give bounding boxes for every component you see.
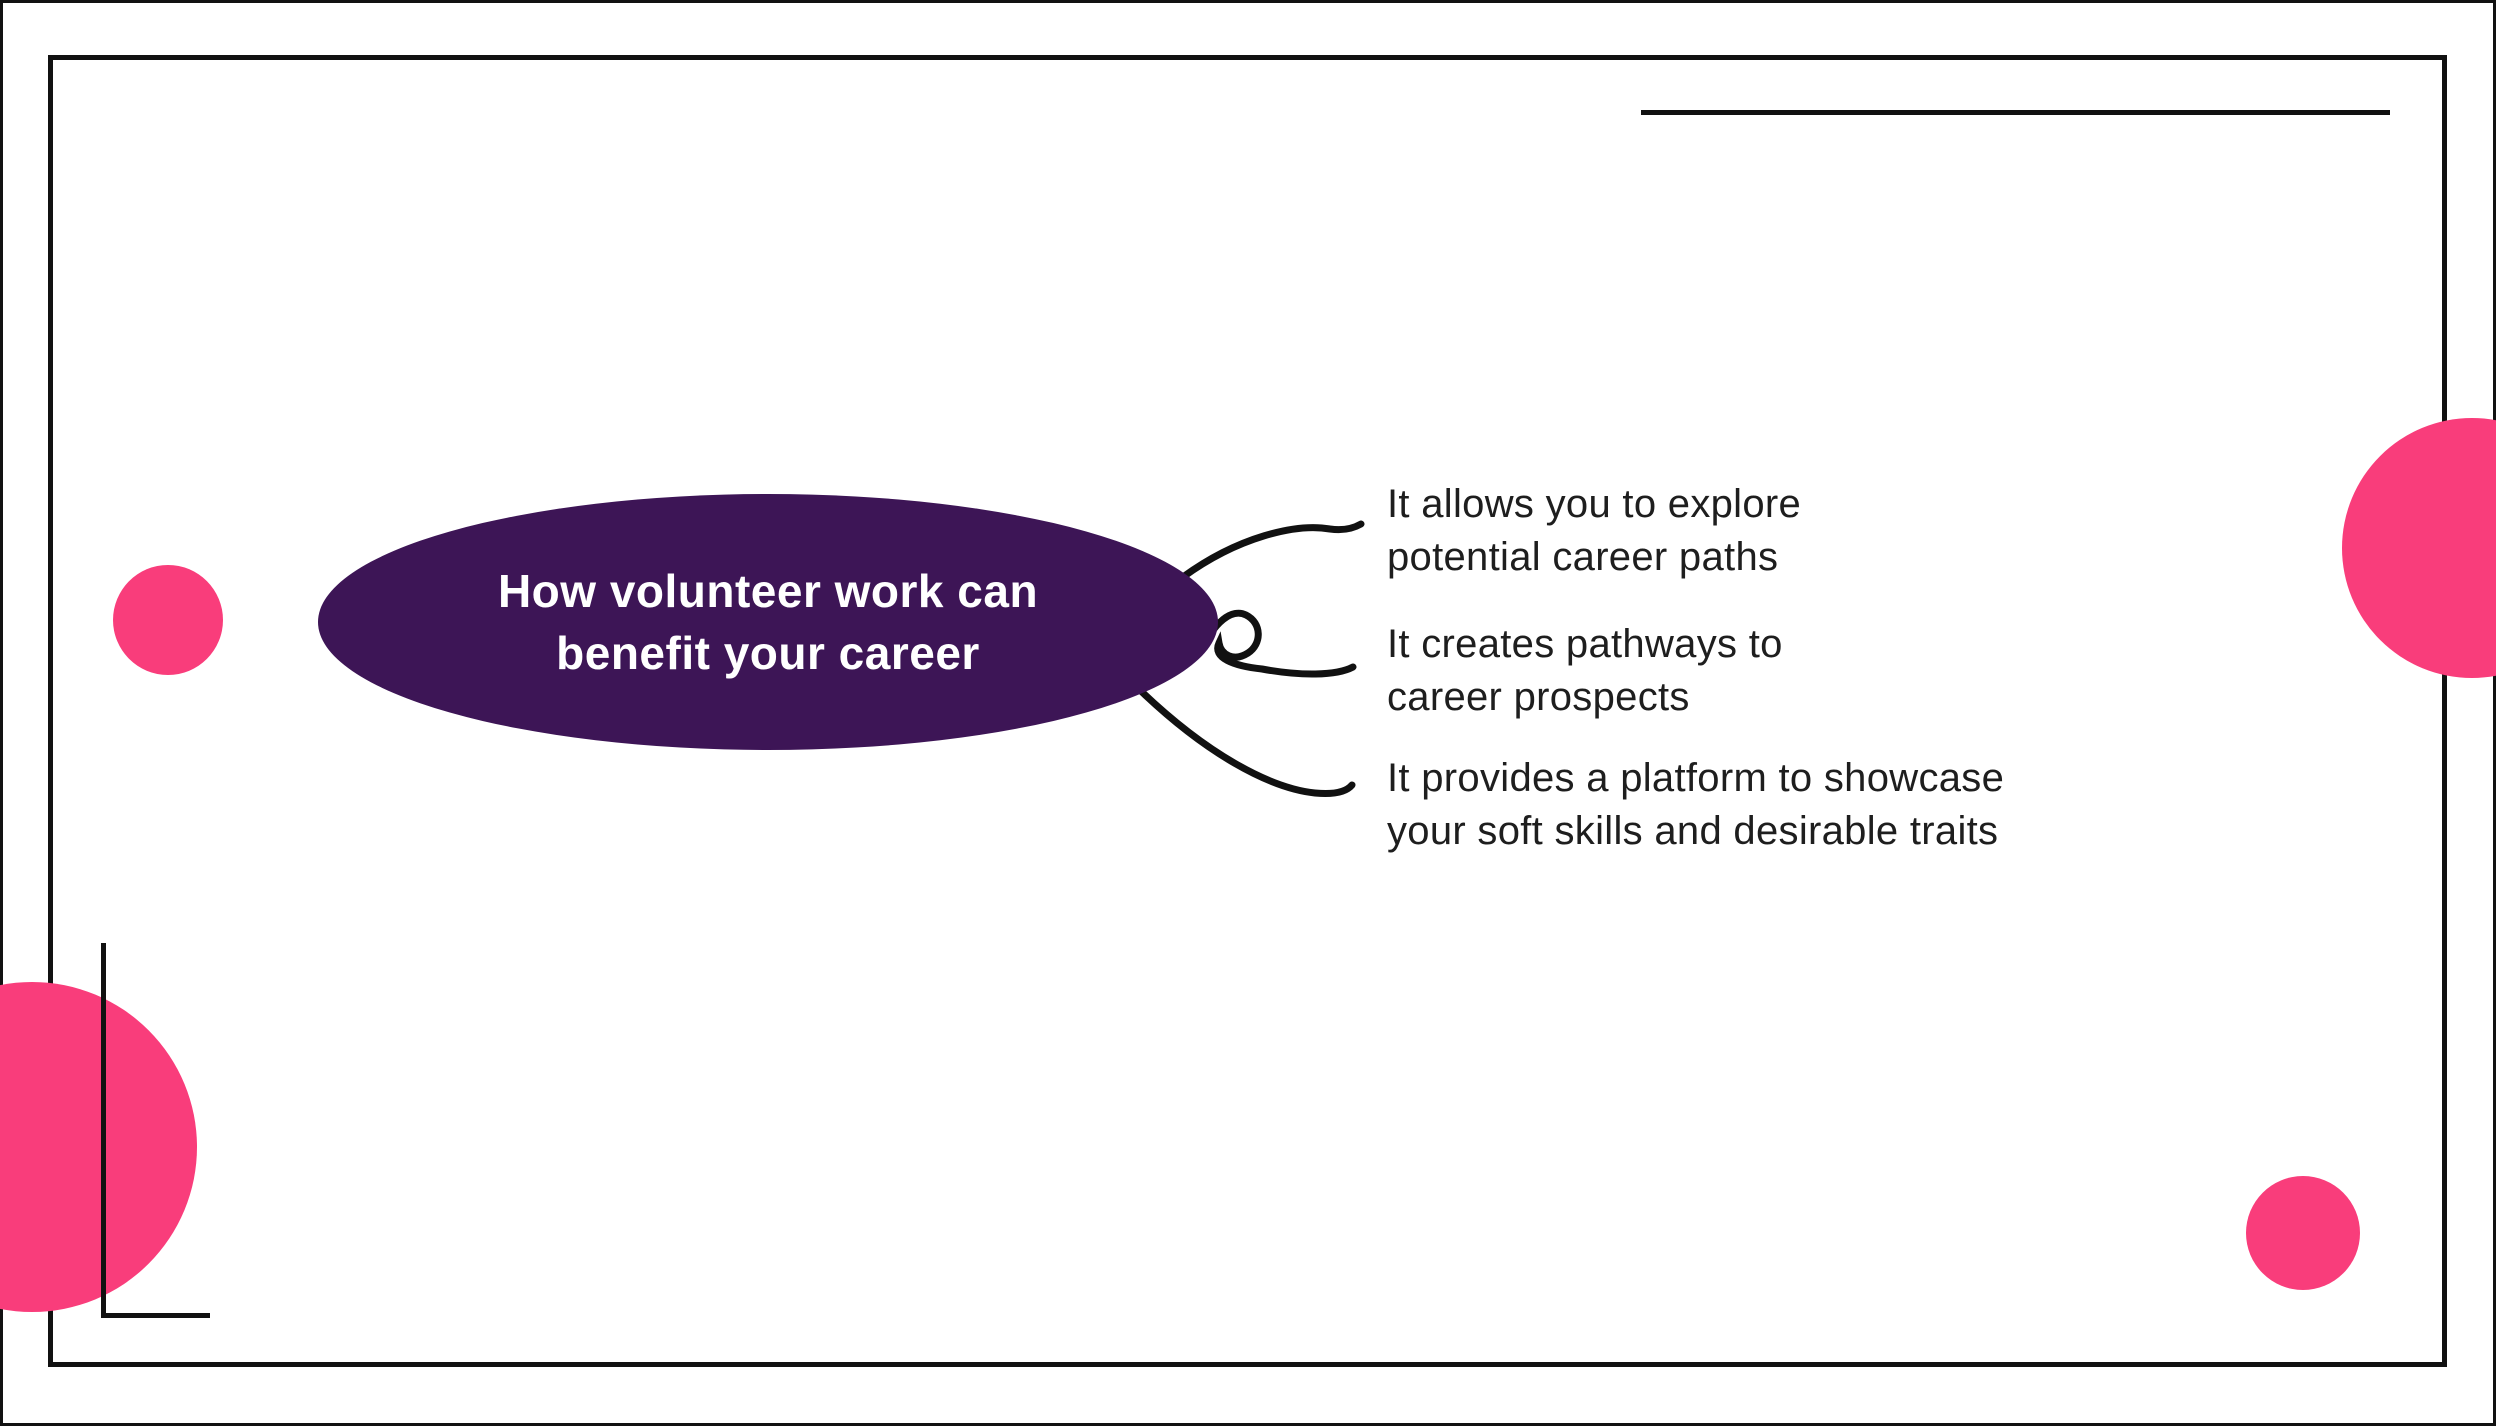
central-topic-line-1: How volunteer work can: [497, 565, 1039, 617]
branch-label-soft-skills: It provides a platform to showcase your …: [1387, 752, 2004, 858]
branch-curve-middle-loop: [1198, 609, 1357, 678]
branch-label-line: It allows you to explore: [1387, 482, 1802, 526]
inner-frame: [48, 55, 2447, 1367]
central-topic-line-2: benefit your career: [556, 627, 980, 679]
accent-line-top-right: [1641, 110, 2390, 115]
corner-l-mark-horizontal: [101, 1313, 210, 1318]
branch-label-line: It creates pathways to: [1387, 622, 1783, 666]
central-topic-node: How volunteer work can benefit your care…: [318, 494, 1218, 750]
branch-label-line: It provides a platform to showcase: [1387, 756, 2005, 800]
branch-curve-top: [1179, 520, 1365, 581]
branch-label-line: potential career paths: [1387, 535, 1779, 579]
corner-l-mark-vertical: [101, 943, 106, 1318]
branch-label-line: your soft skills and desirable traits: [1387, 809, 1999, 853]
pink-circle-bottom-right: [2246, 1176, 2360, 1290]
branch-curve-bottom: [1138, 688, 1356, 797]
branch-label-line: career prospects: [1387, 675, 1690, 719]
pink-circle-left: [113, 565, 223, 675]
branch-label-explore-paths: It allows you to explore potential caree…: [1387, 478, 1801, 584]
branch-label-career-prospects: It creates pathways to career prospects: [1387, 618, 1783, 724]
